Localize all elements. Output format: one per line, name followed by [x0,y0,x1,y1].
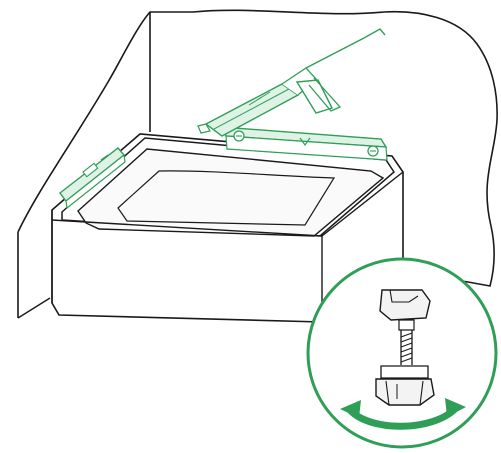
adjustable-foot-detail [375,289,435,406]
shower-tray-inner-floor [117,170,336,226]
left-spirit-level [59,147,126,210]
wall-outline [17,9,498,287]
floor-left-line [17,297,51,319]
shower-tray-inner-basin [77,148,385,237]
tray-side-top-edge [321,171,404,237]
detail-circle [306,257,498,449]
tray-front-top-edge [51,219,323,237]
rotation-arrow [340,398,466,430]
caulking-gun [197,28,386,137]
